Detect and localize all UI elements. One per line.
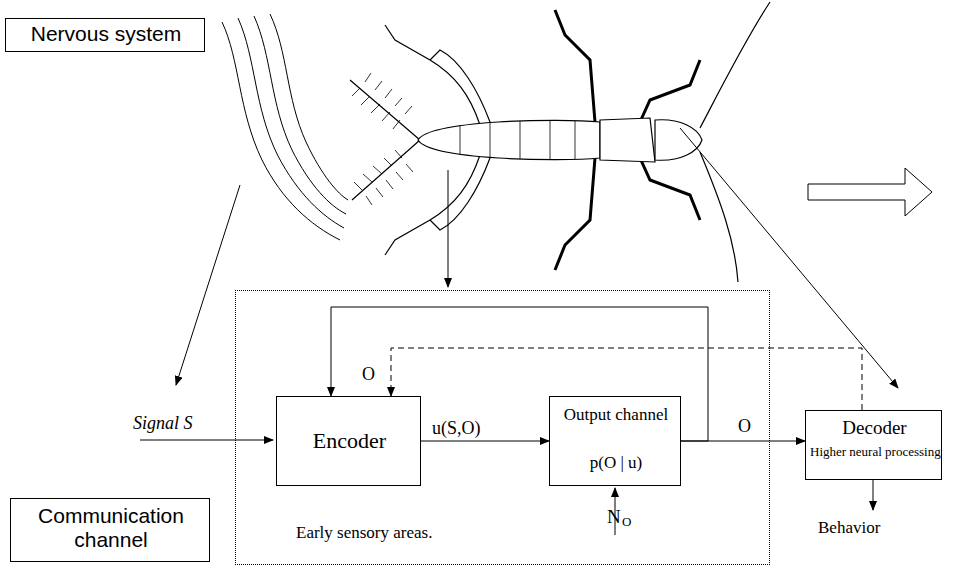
connector-arrow (331, 307, 708, 441)
node-text: p(O | u) (550, 453, 682, 473)
encoder-box: Encoder (276, 396, 421, 486)
output-label: Behavior (818, 518, 880, 538)
drawing-part (270, 14, 348, 200)
drawing-part (873, 480, 874, 510)
leader-lines (140, 128, 898, 535)
drawing-part (352, 73, 413, 205)
edge-label: u(S,O) (432, 418, 481, 439)
node-text: Encoder (277, 428, 422, 453)
node-text: Nervous system (6, 22, 206, 46)
edge-label: O (738, 416, 751, 437)
decoder-box: DecoderHigher neural processing (805, 410, 942, 480)
node-text: Output channel (550, 405, 682, 425)
edge-label: O (362, 364, 375, 385)
connector-arrow (391, 348, 862, 410)
signal-name: Signal S (133, 413, 193, 434)
channel-box: Output channel p(O | u) (549, 396, 681, 486)
noise-subscript: O (622, 515, 631, 530)
node-text: Higher neural processing (810, 445, 939, 460)
connector-arrow (421, 441, 549, 442)
noise-symbol: N (607, 506, 621, 528)
drawing-part (418, 120, 600, 159)
drawing-part (385, 155, 490, 255)
drawing-part (385, 25, 490, 125)
hollow-arrow (808, 168, 932, 216)
title-box: Nervous system (5, 18, 205, 52)
cricket-illustration (350, 2, 770, 282)
drawing-part (808, 168, 932, 216)
drawing-part (238, 18, 344, 228)
node-text: Decoder (806, 417, 943, 439)
drawing-part (655, 120, 702, 161)
drawing-part (254, 16, 346, 214)
drawing-part (222, 22, 340, 240)
node-text: Communication channel (11, 504, 211, 552)
title-box: Communication channel (10, 498, 210, 562)
drawing-part (680, 128, 898, 388)
node-text: Early sensory areas. (296, 523, 432, 543)
drawing-part (600, 118, 655, 162)
drawing-part (140, 440, 273, 441)
region-box: Early sensory areas. Encoder Output channe… (235, 290, 770, 565)
air-waves (222, 14, 348, 240)
drawing-part (448, 170, 449, 287)
drawing-part (700, 2, 770, 282)
drawing-part (176, 185, 240, 385)
drawing-part (460, 121, 575, 159)
